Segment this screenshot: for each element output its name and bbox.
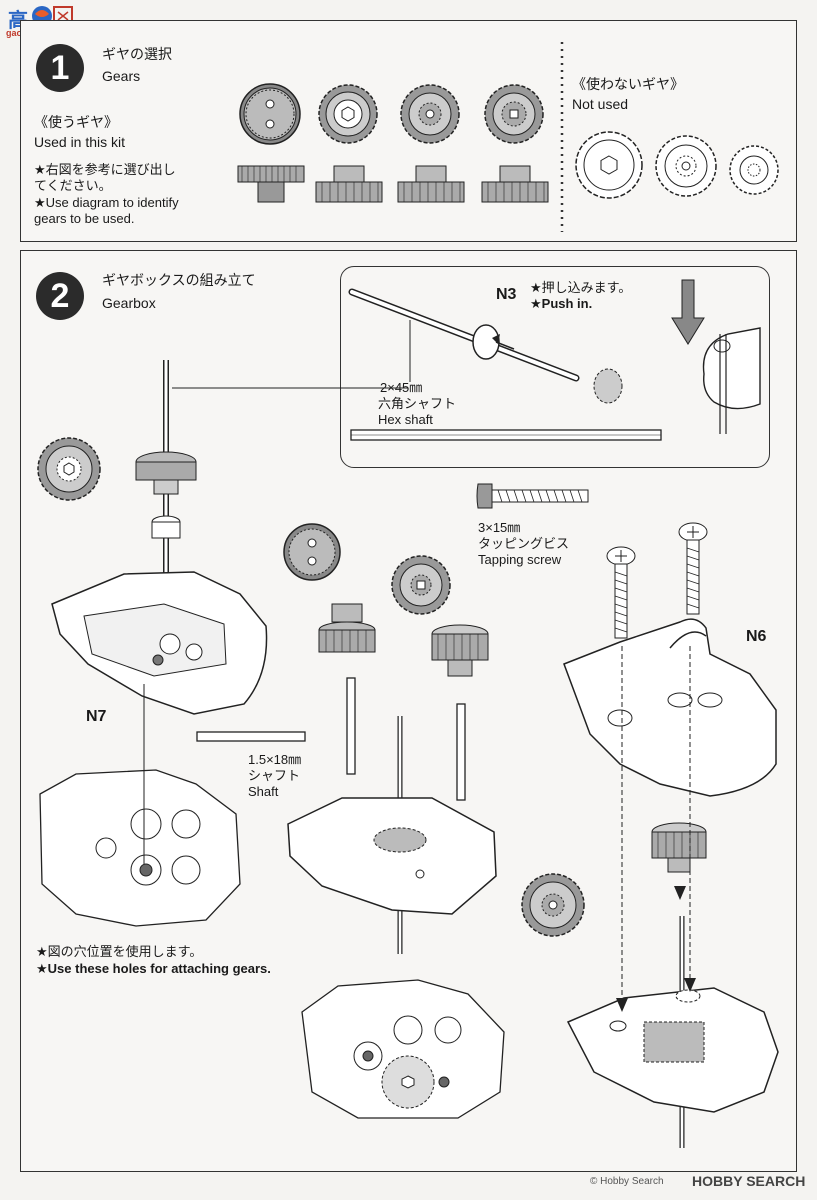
middle-spur-gear-side-icon [431,624,489,677]
tapping-screw-right-icon [678,522,708,615]
not-used-gears-en: Not used [572,96,629,112]
step1-note-en-2: gears to be used. [34,211,135,226]
unused-gear-large-icon [575,131,643,199]
left-hole-diagram [39,684,241,927]
tapping-screw-reference-icon [476,483,589,509]
n7-label: N7 [86,708,107,725]
used-gear-side-a-icon [237,165,305,203]
right-spur-gear-side-icon [651,822,707,873]
n3-label: N3 [496,286,517,303]
unused-gear-small-icon [729,145,779,195]
used-gear-side-b-icon [315,165,383,203]
step1-note-en-1: ★Use diagram to identify [34,195,179,210]
step1-title-jp: ギヤの選択 [102,46,172,62]
middle-top-spur-gear-icon [391,555,451,615]
n6-label: N6 [746,628,767,645]
shaft-en: Shaft [248,784,279,799]
right-cover-housing [563,618,777,797]
hex-shaft-drawing [348,288,623,404]
footer-brand: HOBBY SEARCH [692,1173,806,1189]
short-shaft-left [346,677,356,775]
used-gear-side-c-icon [397,165,465,203]
step2-title-en: Gearbox [102,295,156,311]
left-spur-gear-icon [37,437,101,501]
middle-hole-diagram [301,979,505,1119]
step1-number: 1 [36,44,84,92]
push-in-jp: ★押し込みます。 [530,280,632,295]
screw-en: Tapping screw [478,552,562,567]
footer-copyright: © Hobby Search [590,1176,664,1187]
holes-note-en: ★Use these holes for attaching gears. [36,961,271,976]
screw-jp: タッピングビス [478,536,570,551]
used-gear-double-hole-icon [239,83,301,145]
used-gears-jp: 《使うギヤ》 [34,114,118,130]
push-in-hand-icon [671,279,761,434]
right-face-spur-gear-icon [521,873,585,937]
not-used-gears-jp: 《使わないギヤ》 [572,76,684,92]
used-gears-en: Used in this kit [34,134,126,150]
screw-size: 3×15㎜ [478,520,521,535]
middle-crown-gear-side-icon [318,603,376,653]
left-gearbox-housing [51,571,268,715]
shaft-size: 1.5×18㎜ [248,752,302,767]
step1-title-en: Gears [102,68,141,84]
shaft-scale-bar [196,731,306,742]
unused-gear-medium-icon [655,135,717,197]
step1-dotted-divider [560,42,564,232]
right-assembled-gearbox [566,916,779,1148]
used-gear-spur-b-icon [400,84,460,144]
middle-double-hole-gear-icon [283,523,341,581]
step1-note-jp-2: てください。 [34,178,112,193]
used-gear-spur-a-icon [318,84,378,144]
push-in-en: ★Push in. [530,296,593,311]
step2-number: 2 [36,272,84,320]
used-gear-side-d-icon [481,165,549,203]
step2-title-jp: ギヤボックスの組み立て [102,272,256,288]
middle-gearbox-housing [287,716,497,954]
hex-shaft-full-length-drawing [350,429,662,441]
shaft-leader-line [172,387,408,389]
hex-shaft-jp: 六角シャフト [378,396,457,411]
shaft-jp: シャフト [248,768,301,783]
hex-shaft-en: Hex shaft [378,412,433,427]
tapping-screw-left-icon [606,546,636,639]
right-assembly-guide-arrows [616,646,696,1012]
used-gear-spur-c-icon [484,84,544,144]
step1-note-jp-1: ★右図を参考に選び出し [34,162,176,177]
holes-note-jp: ★図の穴位置を使用します。 [36,944,203,959]
short-shaft-right [456,703,466,801]
